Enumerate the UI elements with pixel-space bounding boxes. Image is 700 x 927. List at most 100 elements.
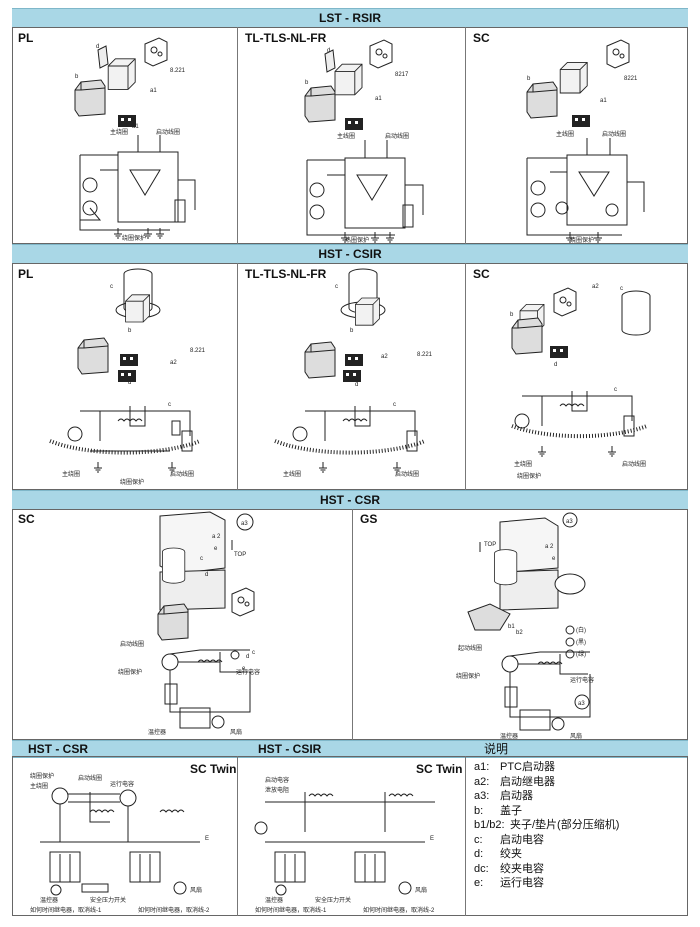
svg-text:风扇: 风扇 [190, 886, 202, 894]
svg-text:运行电容: 运行电容 [570, 676, 594, 684]
svg-text:b: b [350, 328, 354, 334]
svg-text:a2: a2 [592, 284, 599, 290]
frame-hst-csr [12, 509, 688, 740]
wiring-diagram-lst-pl: b d a1 8.221 主绕圈 启动线圈 绕圈保护 a1 [74, 37, 235, 242]
svg-text:绕圈保护: 绕圈保护 [122, 234, 146, 242]
svg-text:温控器: 温控器 [500, 732, 518, 740]
svg-text:b: b [305, 80, 309, 86]
svg-text:a3: a3 [578, 701, 585, 707]
svg-text:c: c [393, 402, 396, 408]
svg-text:d: d [246, 654, 249, 660]
svg-text:a1: a1 [600, 98, 607, 104]
svg-text:d: d [355, 382, 358, 388]
legend-row: b:盖子 [474, 804, 522, 817]
svg-text:d: d [554, 362, 557, 368]
svg-text:d: d [96, 44, 99, 50]
svg-text:启动线圈: 启动线圈 [395, 470, 419, 478]
svg-text:启动线圈: 启动线圈 [78, 774, 102, 782]
svg-text:b: b [527, 76, 531, 82]
panel-label-lst-tl: TL-TLS-NL-FR [245, 31, 327, 45]
svg-text:主绕圈: 主绕圈 [514, 460, 532, 468]
svg-text:c: c [614, 387, 617, 393]
svg-text:8217: 8217 [395, 72, 409, 78]
svg-text:启动电容: 启动电容 [265, 776, 289, 784]
svg-text:b2: b2 [516, 630, 523, 636]
svg-text:绕圈保护: 绕圈保护 [118, 668, 142, 676]
wiring-diagram-twin-csir: 启动电容 泄放电阻 温控器 安全压力开关 风扇 如何时间继电器，取消线-1 如何… [245, 776, 460, 914]
wiring-diagram-csr-sc: a3 a 2 e c d TOP 启动线圈 绕圈保护 运行电容 风扇 温控器 c… [118, 512, 260, 736]
svg-text:(绿): (绿) [576, 650, 586, 658]
svg-text:温控器: 温控器 [40, 896, 58, 904]
legend-row: a1:PTC启动器 [474, 761, 555, 773]
svg-text:8221: 8221 [624, 76, 638, 82]
legend-row: dc:绞夹电容 [474, 862, 544, 875]
svg-text:主线圈: 主线圈 [337, 132, 355, 140]
wiring-diagram-csr-gs: a3 a 2 e TOP b1 b2 (白) (黑) (绿) a3 起动线圈 绕… [456, 512, 594, 740]
legend-row: a3:启动器 [474, 790, 533, 802]
svg-text:b: b [510, 312, 514, 318]
svg-text:e: e [242, 666, 246, 672]
svg-text:绕圈保护: 绕圈保护 [456, 672, 480, 680]
svg-text:启动线圈: 启动线圈 [120, 640, 144, 648]
svg-text:a1: a1 [150, 88, 157, 94]
panel-label-csir-sc: SC [473, 267, 490, 281]
svg-text:启动线圈: 启动线圈 [156, 128, 180, 136]
svg-text:c: c [335, 284, 338, 290]
section-header-hst-csir: HST - CSIR [12, 244, 688, 264]
frame-bottom [12, 756, 688, 916]
svg-text:a 2: a 2 [212, 534, 221, 540]
svg-text:如何时间继电器，取消线-2: 如何时间继电器，取消线-2 [363, 906, 435, 914]
svg-text:a2: a2 [170, 360, 177, 366]
svg-text:c: c [252, 650, 255, 656]
svg-text:b1: b1 [508, 624, 515, 630]
svg-text:(黑): (黑) [576, 639, 586, 646]
svg-text:a1: a1 [375, 96, 382, 102]
svg-text:a 2: a 2 [545, 544, 554, 550]
svg-text:E: E [430, 836, 434, 842]
svg-text:启动线圈: 启动线圈 [622, 460, 646, 468]
wiring-diagram-lst-sc: b a1 8221 主线圈 启动线圈 绕圈保护 [526, 39, 682, 244]
svg-text:绕圈保护: 绕圈保护 [30, 772, 54, 780]
svg-text:e: e [214, 546, 218, 552]
frame-lst-rsir [12, 27, 688, 244]
svg-text:d: d [327, 48, 330, 54]
svg-text:热圈保护: 热圈保护 [345, 236, 369, 244]
svg-text:c: c [620, 286, 623, 292]
svg-text:泄放电阻: 泄放电阻 [265, 786, 289, 794]
svg-text:温控器: 温控器 [265, 896, 283, 904]
svg-text:起动线圈: 起动线圈 [458, 644, 482, 652]
svg-text:TOP: TOP [234, 552, 246, 558]
wiring-diagram-lst-tl: b d a1 8217 主线圈 启动线圈 热圈保护 [304, 39, 460, 244]
frame-hst-csir [12, 263, 688, 490]
svg-text:c: c [168, 402, 171, 408]
svg-text:a2: a2 [381, 354, 388, 360]
panel-label-twin-left: SC Twin [190, 762, 237, 776]
svg-text:主绕圈: 主绕圈 [110, 128, 128, 136]
wiring-diagram-csir-pl: c b a2 8.221 d c 主绕圈 绕圈保护 启动线圈 [20, 268, 206, 486]
svg-text:8.221: 8.221 [170, 68, 186, 74]
svg-text:TOP: TOP [484, 542, 496, 548]
legend-row: d:绞夹 [474, 848, 522, 860]
svg-text:(白): (白) [576, 626, 586, 634]
svg-text:安全压力开关: 安全压力开关 [90, 896, 126, 904]
svg-text:主线圈: 主线圈 [556, 130, 574, 138]
panel-label-twin-mid: SC Twin [416, 762, 463, 776]
svg-text:温控器: 温控器 [148, 728, 166, 736]
svg-text:启动线圈: 启动线圈 [385, 132, 409, 140]
legend-row: c:启动电容 [474, 833, 544, 846]
svg-text:主绕圈: 主绕圈 [30, 782, 48, 790]
section-header-hst-csr: HST - CSR [12, 490, 688, 510]
svg-text:安全压力开关: 安全压力开关 [315, 896, 351, 904]
svg-text:主线圈: 主线圈 [283, 470, 301, 478]
svg-text:d: d [205, 572, 208, 578]
svg-text:如何时间继电器，取消线-1: 如何时间继电器，取消线-1 [30, 906, 102, 914]
section-header-bottom: HST - CSR HST - CSIR 说明 [12, 740, 688, 758]
svg-text:绕圈保护: 绕圈保护 [570, 236, 594, 244]
panel-label-csir-tl: TL-TLS-NL-FR [245, 267, 327, 281]
svg-text:风扇: 风扇 [415, 886, 427, 894]
panel-label-lst-sc: SC [473, 31, 490, 45]
svg-text:e: e [552, 556, 556, 562]
svg-text:a3: a3 [566, 519, 573, 525]
svg-text:风扇: 风扇 [230, 728, 242, 736]
legend: a1:PTC启动器 a2:启动继电器 a3:启动器 b:盖子 b1/b2:夹子/… [474, 760, 619, 891]
